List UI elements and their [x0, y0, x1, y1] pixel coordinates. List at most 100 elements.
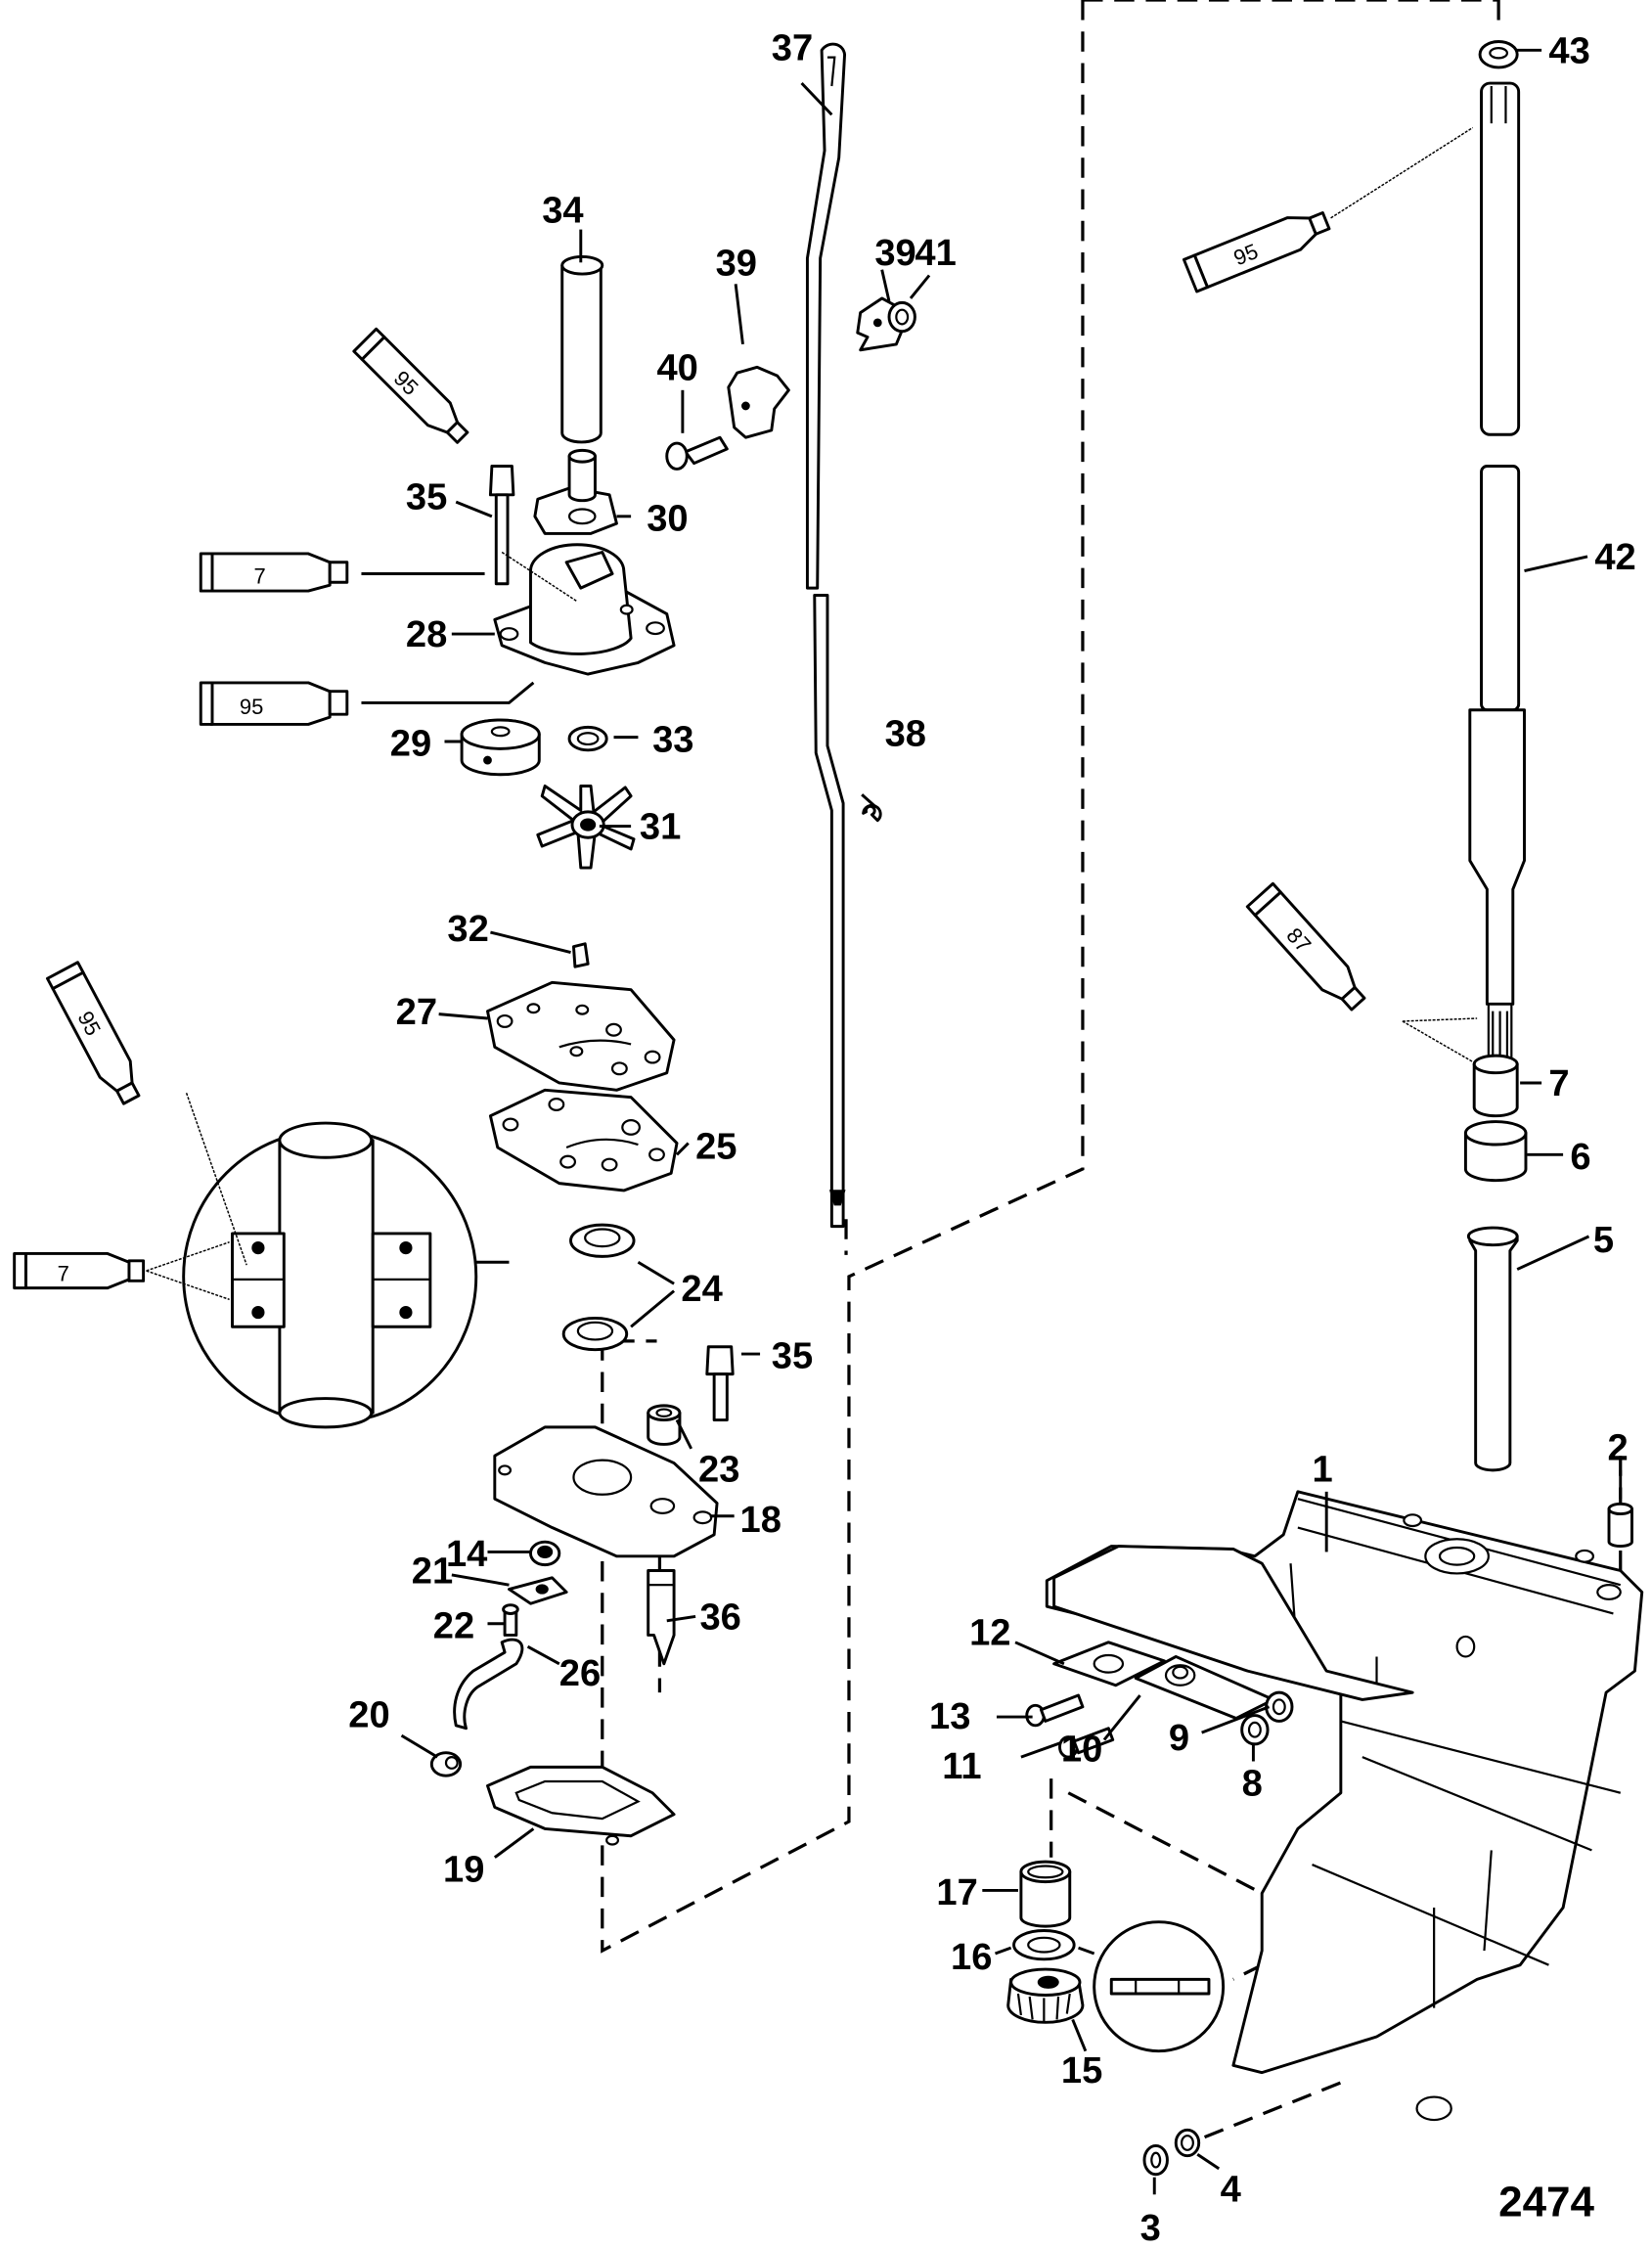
detail-inset-washer [1078, 1920, 1226, 2053]
seal-36[interactable] [647, 1569, 676, 1666]
screw-22[interactable] [502, 1603, 519, 1637]
callout-5: 5 [1593, 1219, 1614, 1261]
lubricant-tube-95-top-left: 95 [352, 327, 469, 444]
callout-41: 41 [915, 232, 956, 274]
callout-39: 39 [874, 232, 915, 274]
callout-38: 38 [885, 712, 926, 754]
callout-18: 18 [740, 1499, 781, 1541]
callout-21: 21 [412, 1551, 453, 1593]
callout-11: 11 [942, 1745, 981, 1787]
gasket-25[interactable] [488, 1088, 679, 1192]
callout-10: 10 [1061, 1728, 1102, 1770]
bolt-35-lower[interactable] [705, 1345, 735, 1422]
pinion-gear-15[interactable] [1006, 1967, 1085, 2024]
callout-3: 3 [1140, 2207, 1161, 2249]
cover-plate-12[interactable] [1052, 1641, 1166, 1687]
seal-33[interactable] [567, 725, 608, 752]
lubricant-tube-7-lower-left: 7 [13, 1251, 146, 1290]
tube-label: 95 [240, 695, 263, 719]
spacer-6[interactable] [1463, 1120, 1528, 1183]
nut-41[interactable] [887, 300, 916, 334]
e-clip-38[interactable] [862, 803, 882, 823]
coupler-39-left[interactable] [727, 365, 790, 439]
lubricant-tube-87-right: 87 [1245, 881, 1366, 1012]
callout-15: 15 [1061, 2049, 1102, 2092]
callout-12: 12 [969, 1612, 1010, 1654]
water-tube-5[interactable] [1466, 1226, 1519, 1472]
callout-1: 1 [1313, 1449, 1333, 1491]
callout-30: 30 [647, 497, 688, 539]
callout-26: 26 [559, 1652, 601, 1694]
impeller-31[interactable] [536, 785, 636, 870]
callout-42: 42 [1594, 536, 1635, 578]
callout-2: 2 [1608, 1427, 1629, 1469]
washer-43[interactable] [1478, 40, 1519, 69]
key-32[interactable] [571, 942, 590, 968]
tube-label: 7 [58, 1261, 69, 1285]
dowel-pin-2[interactable] [1607, 1502, 1633, 1548]
bolt-35-top[interactable] [488, 465, 515, 586]
callout-4: 4 [1221, 2169, 1241, 2211]
callout-22: 22 [433, 1604, 474, 1646]
callout-33: 33 [652, 718, 693, 760]
callout-23: 23 [698, 1449, 739, 1491]
callout-35: 35 [772, 1335, 813, 1377]
water-tube-26[interactable] [453, 1638, 524, 1731]
callout-34: 34 [542, 189, 583, 231]
pump-housing-28[interactable] [493, 543, 676, 676]
sleeve-34[interactable] [560, 254, 604, 444]
callout-13: 13 [929, 1695, 970, 1737]
retainer-21[interactable] [508, 1576, 568, 1605]
callout-labels: 37 34 39 39 41 40 30 35 28 29 33 31 32 2… [348, 27, 1635, 2249]
shift-rod[interactable] [805, 42, 847, 1229]
callout-35: 35 [406, 476, 447, 518]
washer-16[interactable] [1012, 1929, 1076, 1961]
callout-19: 19 [443, 1849, 484, 1891]
callout-16: 16 [951, 1936, 992, 1978]
washer-4[interactable] [1174, 2128, 1201, 2158]
callout-25: 25 [695, 1126, 737, 1168]
washer-9[interactable] [1265, 1690, 1294, 1723]
callout-29: 29 [390, 723, 431, 765]
nut-8[interactable] [1240, 1714, 1270, 1746]
driveshaft[interactable] [1468, 81, 1526, 1063]
callout-43: 43 [1548, 30, 1589, 72]
bushing-7[interactable] [1472, 1054, 1519, 1118]
grommet-20[interactable] [429, 1751, 463, 1777]
callout-14: 14 [446, 1533, 487, 1575]
tube-label: 7 [254, 564, 266, 589]
seal-14[interactable] [529, 1540, 561, 1567]
seals-24[interactable] [561, 1223, 636, 1352]
bearing-17[interactable] [1019, 1860, 1072, 1928]
callout-6: 6 [1570, 1136, 1590, 1178]
base-plate-18[interactable] [493, 1425, 719, 1558]
lubricant-tube-95-right: 95 [1182, 211, 1331, 293]
housing-30[interactable] [533, 448, 618, 535]
callout-20: 20 [348, 1693, 389, 1735]
screw-13[interactable] [1025, 1693, 1085, 1728]
spacer-23[interactable] [647, 1404, 682, 1446]
leader-lines [400, 48, 1623, 2195]
callout-8: 8 [1242, 1763, 1263, 1805]
gear-housing[interactable] [1045, 1490, 1644, 2122]
plate-27[interactable] [486, 980, 676, 1092]
callout-40: 40 [656, 347, 697, 389]
callout-28: 28 [406, 613, 447, 655]
detail-inset-seals [182, 1121, 478, 1429]
bolt-40[interactable] [665, 435, 729, 471]
screw-11[interactable] [1058, 1727, 1115, 1759]
lubricant-tube-7-left: 7 [199, 552, 349, 593]
nut-3[interactable] [1142, 2143, 1169, 2177]
lubricant-tube-95-left: 95 [199, 681, 349, 726]
gasket-19[interactable] [486, 1765, 676, 1846]
callout-9: 9 [1169, 1717, 1189, 1759]
callout-17: 17 [936, 1871, 977, 1913]
callout-32: 32 [447, 908, 488, 950]
callout-37: 37 [772, 27, 813, 69]
callout-24: 24 [681, 1268, 722, 1310]
callout-31: 31 [640, 806, 681, 848]
callout-36: 36 [699, 1597, 740, 1639]
callout-27: 27 [396, 991, 437, 1033]
insert-29[interactable] [460, 718, 541, 777]
